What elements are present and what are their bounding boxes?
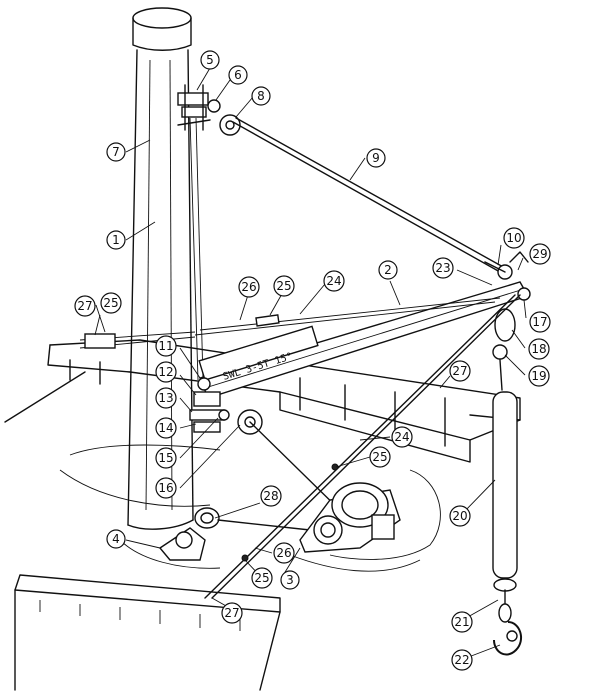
callout-3: 3 bbox=[280, 570, 300, 590]
svg-text:28: 28 bbox=[263, 489, 278, 503]
svg-text:19: 19 bbox=[531, 369, 546, 383]
callout-25-top: 25 bbox=[273, 275, 295, 297]
callout-4: 4 bbox=[106, 529, 126, 549]
callout-18: 18 bbox=[528, 338, 550, 360]
callout-8: 8 bbox=[251, 86, 271, 106]
svg-text:20: 20 bbox=[452, 509, 467, 523]
svg-text:25: 25 bbox=[103, 296, 118, 310]
svg-text:8: 8 bbox=[257, 89, 265, 103]
svg-text:21: 21 bbox=[454, 615, 469, 629]
svg-text:27: 27 bbox=[224, 606, 239, 620]
callout-23: 23 bbox=[432, 257, 454, 279]
callout-5: 5 bbox=[200, 50, 220, 70]
callout-10: 10 bbox=[503, 227, 525, 249]
svg-text:15: 15 bbox=[158, 451, 173, 465]
svg-text:24: 24 bbox=[394, 430, 409, 444]
svg-text:3: 3 bbox=[286, 573, 294, 587]
svg-text:25: 25 bbox=[254, 571, 269, 585]
boom-head bbox=[484, 251, 531, 301]
svg-text:13: 13 bbox=[158, 391, 173, 405]
svg-text:1: 1 bbox=[112, 233, 120, 247]
svg-text:29: 29 bbox=[532, 247, 547, 261]
callout-1: 1 bbox=[106, 230, 126, 250]
svg-text:24: 24 bbox=[326, 274, 341, 288]
callout-26-top: 26 bbox=[238, 276, 260, 298]
svg-text:27: 27 bbox=[77, 299, 92, 313]
callout-29: 29 bbox=[529, 243, 551, 265]
callout-26-bottom: 26 bbox=[273, 542, 295, 564]
svg-text:4: 4 bbox=[112, 532, 120, 546]
topping-lift bbox=[189, 117, 506, 381]
mast bbox=[127, 7, 194, 530]
callout-7: 7 bbox=[106, 142, 126, 162]
runner-wires bbox=[79, 294, 521, 599]
svg-text:27: 27 bbox=[452, 364, 467, 378]
svg-text:2: 2 bbox=[384, 263, 392, 277]
deck-edge bbox=[14, 574, 281, 691]
leader-lines bbox=[94, 67, 527, 659]
svg-text:7: 7 bbox=[112, 145, 120, 159]
callout-12: 12 bbox=[155, 361, 177, 383]
svg-text:14: 14 bbox=[158, 421, 173, 435]
callout-16: 16 bbox=[155, 477, 177, 499]
callout-2: 2 bbox=[378, 260, 398, 280]
svg-text:12: 12 bbox=[158, 365, 173, 379]
svg-text:25: 25 bbox=[276, 279, 291, 293]
svg-text:22: 22 bbox=[454, 653, 469, 667]
callout-25-bottom: 25 bbox=[251, 567, 273, 589]
svg-text:9: 9 bbox=[372, 151, 380, 165]
svg-text:26: 26 bbox=[276, 546, 291, 560]
callout-21: 21 bbox=[451, 611, 473, 633]
callout-27-rail: 27 bbox=[449, 360, 471, 382]
guy-winch bbox=[158, 507, 311, 561]
callout-15: 15 bbox=[155, 447, 177, 469]
callout-24-mid: 24 bbox=[391, 426, 413, 448]
callout-24-top: 24 bbox=[323, 270, 345, 292]
callout-22: 22 bbox=[451, 649, 473, 671]
svg-text:17: 17 bbox=[532, 315, 547, 329]
callout-17: 17 bbox=[529, 311, 551, 333]
svg-text:10: 10 bbox=[506, 231, 521, 245]
callout-19: 19 bbox=[528, 365, 550, 387]
svg-text:23: 23 bbox=[435, 261, 450, 275]
callout-9: 9 bbox=[366, 148, 386, 168]
svg-text:25: 25 bbox=[372, 450, 387, 464]
svg-text:18: 18 bbox=[531, 342, 546, 356]
svg-text:11: 11 bbox=[158, 339, 173, 353]
callout-6: 6 bbox=[228, 65, 248, 85]
callout-20: 20 bbox=[449, 505, 471, 527]
callout-14: 14 bbox=[155, 417, 177, 439]
callout-27-left: 27 bbox=[74, 295, 96, 317]
svg-text:26: 26 bbox=[241, 280, 256, 294]
callout-28: 28 bbox=[260, 485, 282, 507]
callout-25-left: 25 bbox=[100, 292, 122, 314]
derrick-boom bbox=[198, 281, 530, 399]
cargo-gear bbox=[492, 308, 523, 656]
svg-text:6: 6 bbox=[234, 68, 242, 82]
svg-text:16: 16 bbox=[158, 481, 173, 495]
callout-13: 13 bbox=[155, 387, 177, 409]
callout-25-mid: 25 bbox=[369, 446, 391, 468]
callout-11: 11 bbox=[155, 335, 177, 357]
masthead-fittings bbox=[177, 84, 241, 136]
callout-27-bottom: 27 bbox=[221, 602, 243, 624]
cargo-winch bbox=[299, 482, 401, 553]
svg-text:5: 5 bbox=[206, 53, 214, 67]
